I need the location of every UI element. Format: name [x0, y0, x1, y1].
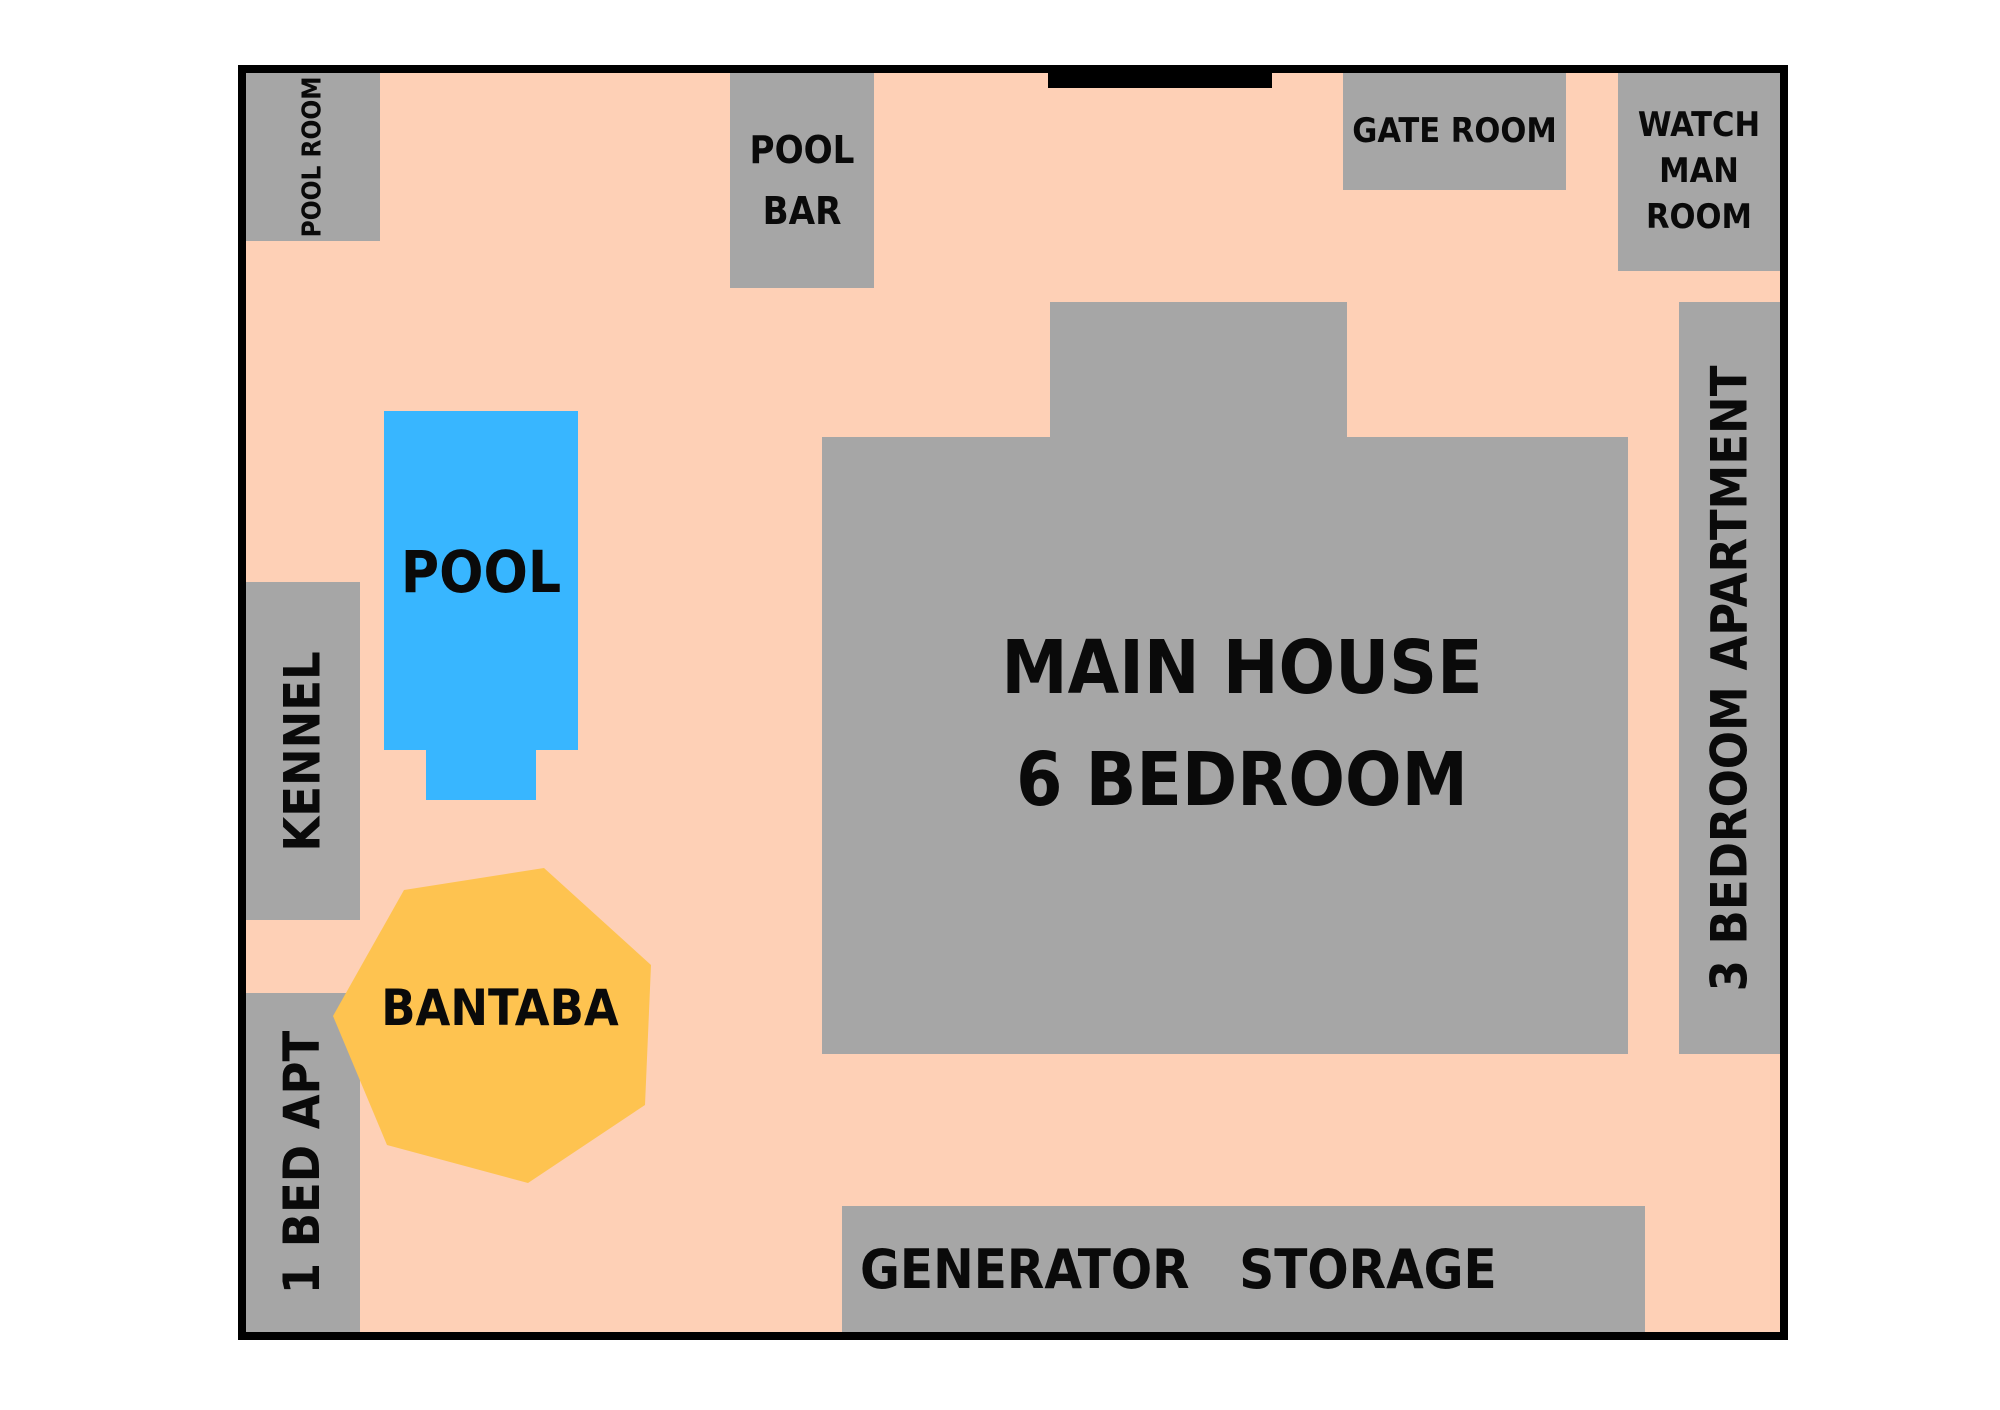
- three-bedroom-apartment: 3 BEDROOM APARTMENT: [1679, 302, 1780, 1054]
- gate-room-label: GATE ROOM: [1352, 111, 1557, 152]
- kennel: KENNEL: [246, 582, 360, 920]
- watchman-room-label-line2: MAN: [1659, 151, 1739, 192]
- gate-room: GATE ROOM: [1343, 73, 1566, 190]
- main-entrance: [1048, 66, 1272, 88]
- watchman-room-label-line1: WATCH: [1637, 105, 1761, 146]
- pool-bar-label-line2: BAR: [762, 188, 842, 233]
- generator-storage-block: [842, 1206, 1645, 1332]
- generator-label: GENERATOR: [860, 1238, 1190, 1301]
- pool-room: POOL ROOM: [246, 73, 380, 241]
- storage-label: STORAGE: [1239, 1238, 1497, 1301]
- bantaba-label: BANTABA: [381, 979, 619, 1037]
- one-bed-apartment: 1 BED APT: [246, 993, 360, 1332]
- pool-label: POOL: [400, 538, 562, 606]
- pool-bar: POOL BAR: [730, 73, 874, 288]
- main-house: [822, 302, 1628, 1054]
- pool-bar-label-line1: POOL: [749, 127, 855, 172]
- watchman-room-label-line3: ROOM: [1645, 196, 1752, 237]
- main-house-label-line1: MAIN HOUSE: [1001, 625, 1483, 711]
- bantaba-hut: [333, 868, 651, 1183]
- swimming-pool: [384, 411, 578, 800]
- watchman-room: WATCH MAN ROOM: [1618, 73, 1780, 271]
- main-house-label-line2: 6 BEDROOM: [1016, 737, 1468, 823]
